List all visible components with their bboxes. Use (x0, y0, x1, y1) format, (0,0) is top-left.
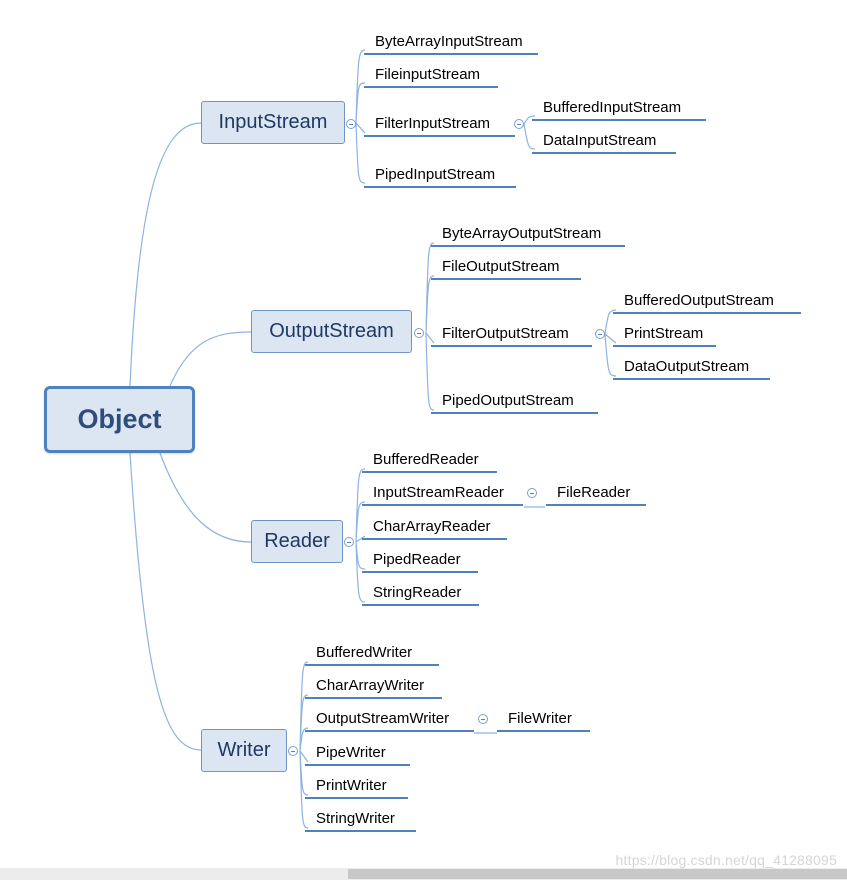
leaf-node[interactable]: CharArrayWriter (305, 677, 442, 699)
collapse-icon[interactable] (527, 488, 537, 498)
connector-root-inputstream (129, 122, 202, 387)
connector-writer-children (299, 661, 309, 829)
leaf-node[interactable]: PipedInputStream (364, 166, 516, 188)
leaf-node[interactable]: StringReader (362, 584, 479, 606)
leaf-node[interactable]: DataOutputStream (613, 358, 770, 380)
leaf-node[interactable]: ByteArrayInputStream (364, 33, 538, 55)
leaf-node[interactable]: FileinputStream (364, 66, 498, 88)
branch-node-inputstream[interactable]: InputStream (201, 101, 345, 144)
root-node-object[interactable]: Object (44, 386, 195, 453)
scrollbar-thumb[interactable] (348, 869, 847, 879)
connector-root-reader (159, 452, 252, 543)
leaf-node[interactable]: FilterInputStream (364, 115, 515, 137)
connector-root-outputstream (169, 331, 252, 387)
leaf-node[interactable]: InputStreamReader (362, 484, 523, 506)
leaf-node[interactable]: ByteArrayOutputStream (431, 225, 625, 247)
leaf-node[interactable]: FileReader (546, 484, 646, 506)
leaf-node[interactable]: BufferedOutputStream (613, 292, 801, 314)
leaf-node[interactable]: PrintStream (613, 325, 716, 347)
connector-root-writer (129, 452, 202, 751)
collapse-icon[interactable] (414, 328, 424, 338)
collapse-icon[interactable] (478, 714, 488, 724)
leaf-node[interactable]: BufferedWriter (305, 644, 439, 666)
horizontal-scrollbar[interactable] (0, 868, 847, 880)
collapse-icon[interactable] (346, 119, 356, 129)
leaf-node[interactable]: FileOutputStream (431, 258, 581, 280)
connector-outputstream-children (425, 242, 435, 411)
connector-filterinputstream-children (523, 115, 536, 150)
connector-filteroutputstream-children (604, 309, 617, 377)
leaf-node[interactable]: PrintWriter (305, 777, 408, 799)
collapse-icon[interactable] (344, 537, 354, 547)
leaf-node[interactable]: BufferedInputStream (532, 99, 706, 121)
leaf-node[interactable]: FileWriter (497, 710, 590, 732)
leaf-node[interactable]: OutputStreamWriter (305, 710, 474, 732)
collapse-icon[interactable] (288, 746, 298, 756)
connector-reader-children (355, 468, 366, 603)
leaf-node[interactable]: DataInputStream (532, 132, 676, 154)
leaf-node[interactable]: PipedOutputStream (431, 392, 598, 414)
branch-node-reader[interactable]: Reader (251, 520, 343, 563)
leaf-node[interactable]: PipedReader (362, 551, 478, 573)
collapse-icon[interactable] (514, 119, 524, 129)
collapse-icon[interactable] (595, 329, 605, 339)
branch-node-outputstream[interactable]: OutputStream (251, 310, 412, 353)
leaf-node[interactable]: FilterOutputStream (431, 325, 592, 347)
leaf-node[interactable]: BufferedReader (362, 451, 497, 473)
leaf-node[interactable]: PipeWriter (305, 744, 410, 766)
leaf-node[interactable]: StringWriter (305, 810, 416, 832)
branch-node-writer[interactable]: Writer (201, 729, 287, 772)
leaf-node[interactable]: CharArrayReader (362, 518, 507, 540)
watermark-text: https://blog.csdn.net/qq_41288095 (615, 852, 837, 868)
connector-inputstream-children (355, 49, 366, 184)
